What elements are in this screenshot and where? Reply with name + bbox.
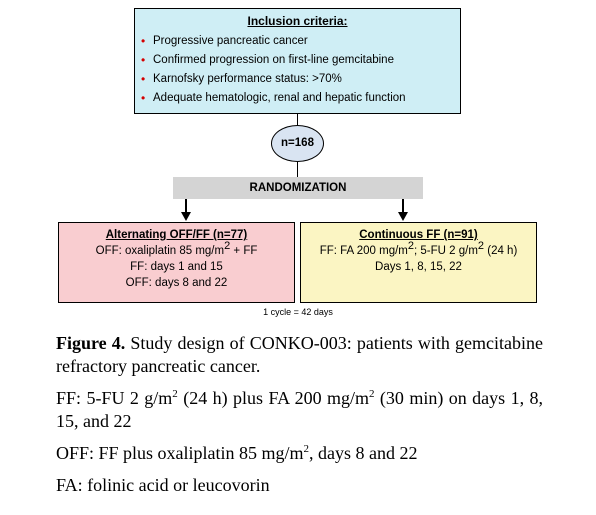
- down-arrow-icon: [181, 199, 191, 221]
- bullet-icon: •: [141, 53, 146, 67]
- alternating-arm-line: OFF: oxaliplatin 85 mg/m2 + FF: [59, 240, 294, 259]
- caption-ff-definition: FF: 5-FU 2 g/m2 (24 h) plus FA 200 mg/m2…: [56, 387, 543, 433]
- caption-off-definition: OFF: FF plus oxaliplatin 85 mg/m2, days …: [56, 442, 543, 465]
- arm-text: ; 5-FU 2 g/m: [414, 245, 478, 257]
- criteria-item: • Adequate hematologic, renal and hepatic…: [139, 89, 456, 108]
- continuous-arm-line: Days 1, 8, 15, 22: [375, 261, 462, 273]
- caption-text: OFF: FF plus oxaliplatin 85 mg/m: [56, 443, 304, 463]
- caption-text: FF: 5-FU 2 g/m: [56, 388, 173, 408]
- criteria-item: • Progressive pancreatic cancer: [139, 32, 456, 51]
- alternating-arm-box: Alternating OFF/FF (n=77) OFF: oxaliplat…: [58, 222, 295, 303]
- bullet-icon: •: [141, 34, 146, 48]
- sample-size-oval: n=168: [271, 125, 324, 162]
- inclusion-criteria-title: Inclusion criteria:: [247, 14, 348, 28]
- connector-line: [297, 114, 298, 125]
- superscript: 2: [224, 240, 231, 253]
- figure-caption: Figure 4. Study design of CONKO-003: pat…: [56, 332, 543, 497]
- criteria-item-text: Karnofsky performance status: >70%: [153, 73, 342, 85]
- continuous-arm-box: Continuous FF (n=91) FF: FA 200 mg/m2; 5…: [300, 222, 537, 303]
- cycle-note: 1 cycle = 42 days: [263, 307, 333, 317]
- caption-text: , days 8 and 22: [309, 443, 418, 463]
- inclusion-criteria-list: • Progressive pancreatic cancer • Confirme…: [139, 32, 456, 108]
- figure-label: Figure 4.: [56, 333, 126, 353]
- superscript: 2: [303, 443, 310, 455]
- arm-text: + FF: [230, 245, 258, 257]
- arm-text: (24 h): [484, 245, 518, 257]
- caption-text: (24 h) plus FA 200 mg/m: [177, 388, 369, 408]
- caption-fa-definition: FA: folinic acid or leucovorin: [56, 475, 270, 495]
- criteria-item-text: Progressive pancreatic cancer: [153, 35, 308, 47]
- bullet-icon: •: [141, 72, 146, 86]
- arm-text: FF: FA 200 mg/m: [319, 245, 408, 257]
- bullet-icon: •: [141, 91, 146, 105]
- caption-text: (30 min) on days 1, 8, 15, and 22: [56, 388, 544, 431]
- superscript: 2: [172, 388, 178, 400]
- continuous-arm-line: FF: FA 200 mg/m2; 5-FU 2 g/m2 (24 h): [301, 240, 536, 259]
- inclusion-criteria-box: Inclusion criteria: • Progressive pancrea…: [134, 8, 461, 114]
- down-arrow-icon: [398, 199, 408, 221]
- superscript: 2: [369, 388, 375, 400]
- continuous-arm-title: Continuous FF (n=91): [359, 229, 478, 241]
- criteria-item-text: Adequate hematologic, renal and hepatic …: [153, 92, 406, 104]
- caption-title: Figure 4. Study design of CONKO-003: pat…: [56, 332, 543, 378]
- criteria-item: • Confirmed progression on first-line gem…: [139, 51, 456, 70]
- alternating-arm-title: Alternating OFF/FF (n=77): [105, 229, 248, 241]
- superscript: 2: [407, 240, 415, 253]
- alternating-arm-line: OFF: days 8 and 22: [125, 277, 228, 289]
- arm-text: OFF: oxaliplatin 85 mg/m: [95, 245, 225, 257]
- criteria-item: • Karnofsky performance status: >70%: [139, 70, 456, 89]
- caption-text: Study design of CONKO-003: patients with…: [56, 333, 543, 376]
- alternating-arm-line: FF: days 1 and 15: [130, 261, 223, 273]
- connector-line: [297, 162, 298, 177]
- criteria-item-text: Confirmed progression on first-line gemc…: [153, 54, 394, 66]
- superscript: 2: [477, 240, 485, 253]
- randomization-bar: RANDOMIZATION: [173, 177, 423, 199]
